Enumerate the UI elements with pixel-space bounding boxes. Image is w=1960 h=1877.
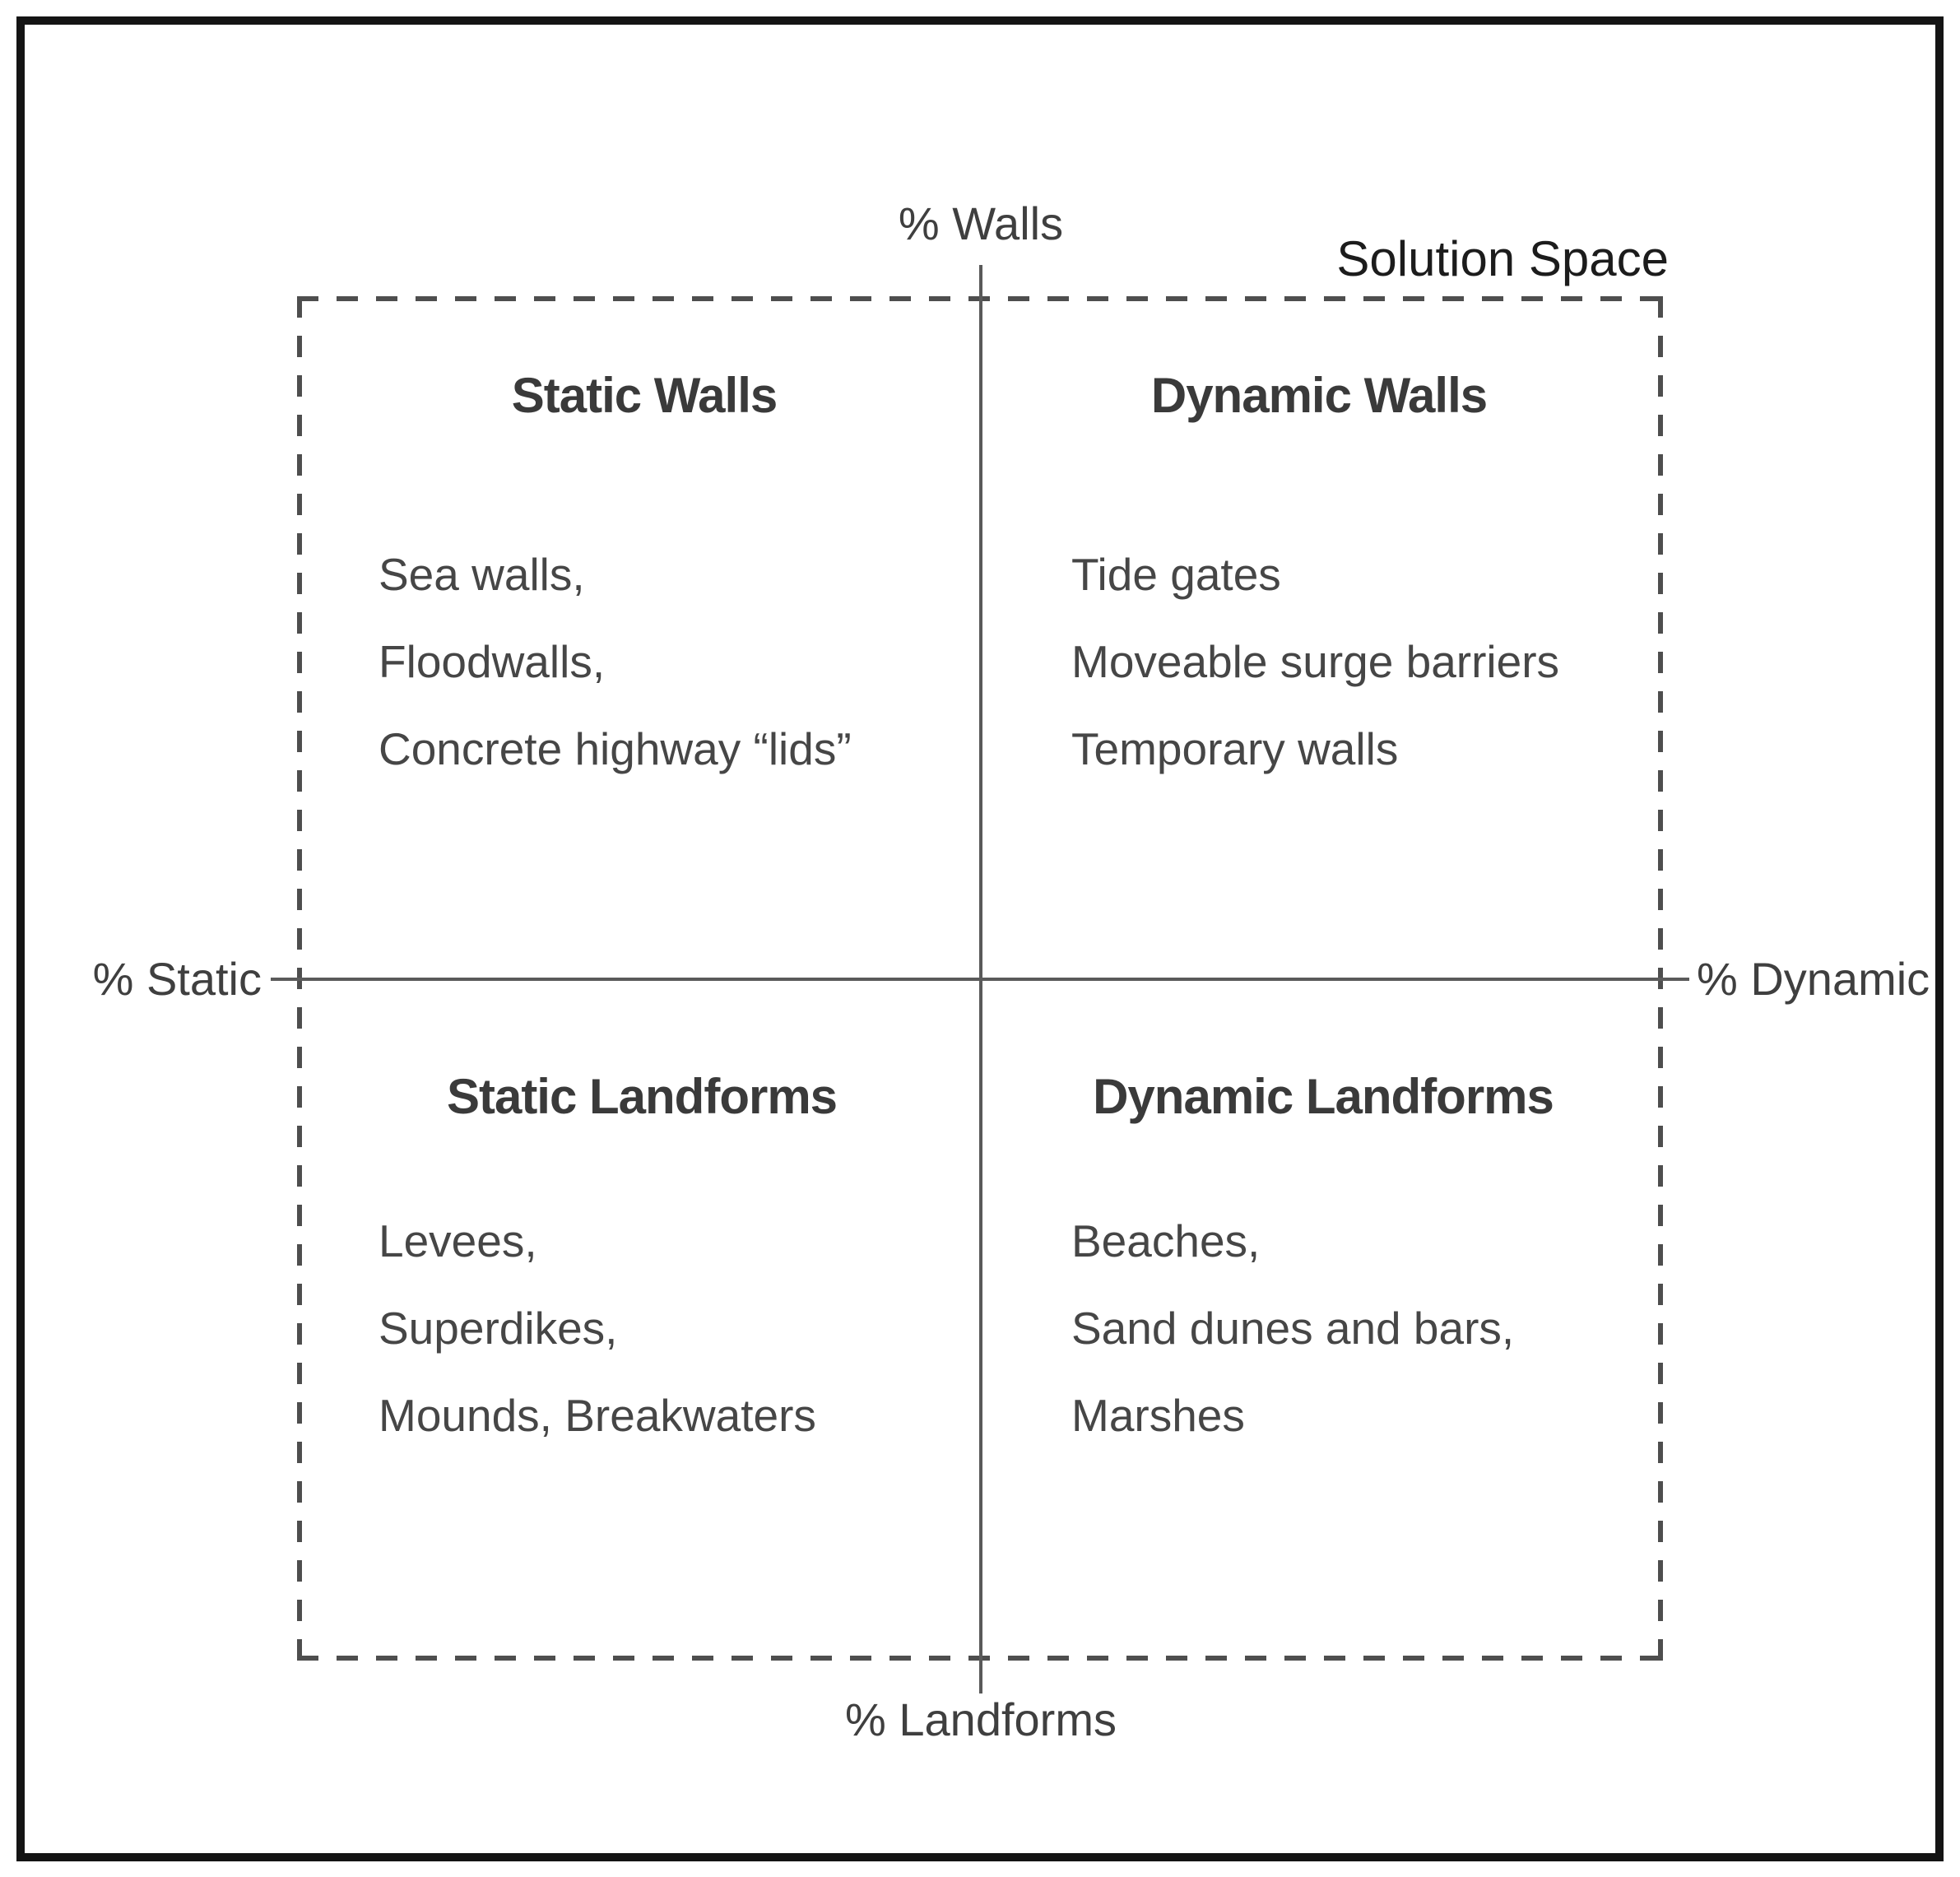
list-item: Moveable surge barriers	[1071, 636, 1560, 687]
axis-label-static: % Static	[92, 953, 262, 1005]
list-item: Beaches,	[1071, 1215, 1261, 1266]
quadrant-title-dynamic-walls: Dynamic Walls	[1150, 368, 1488, 423]
list-item: Sea walls,	[379, 549, 585, 600]
outer-frame	[16, 16, 1944, 1861]
list-item: Floodwalls,	[379, 636, 606, 687]
horizontal-axis-line	[271, 978, 1689, 981]
axis-label-dynamic: % Dynamic	[1697, 953, 1930, 1005]
axis-label-walls: % Walls	[898, 197, 1064, 249]
list-item: Levees,	[379, 1215, 537, 1266]
quadrant-items-dynamic-landforms: Beaches, Sand dunes and bars, Marshes	[1071, 1197, 1514, 1459]
quadrant-items-static-landforms: Levees, Superdikes, Mounds, Breakwaters	[379, 1197, 816, 1459]
quadrant-title-static-landforms: Static Landforms	[446, 1069, 838, 1124]
list-item: Concrete highway “lids”	[379, 723, 852, 774]
quadrant-items-dynamic-walls: Tide gates Moveable surge barriers Tempo…	[1071, 531, 1559, 792]
list-item: Sand dunes and bars,	[1071, 1303, 1515, 1354]
list-item: Tide gates	[1071, 549, 1281, 600]
quadrant-title-dynamic-landforms: Dynamic Landforms	[1093, 1069, 1554, 1124]
axis-label-landforms: % Landforms	[845, 1693, 1117, 1745]
figure-title: Solution Space	[1336, 231, 1669, 286]
list-item: Marshes	[1071, 1390, 1245, 1441]
quadrant-title-static-walls: Static Walls	[511, 368, 778, 423]
list-item: Mounds, Breakwaters	[379, 1390, 816, 1441]
quadrant-items-static-walls: Sea walls, Floodwalls, Concrete highway …	[379, 531, 852, 792]
list-item: Temporary walls	[1071, 723, 1399, 774]
list-item: Superdikes,	[379, 1303, 618, 1354]
